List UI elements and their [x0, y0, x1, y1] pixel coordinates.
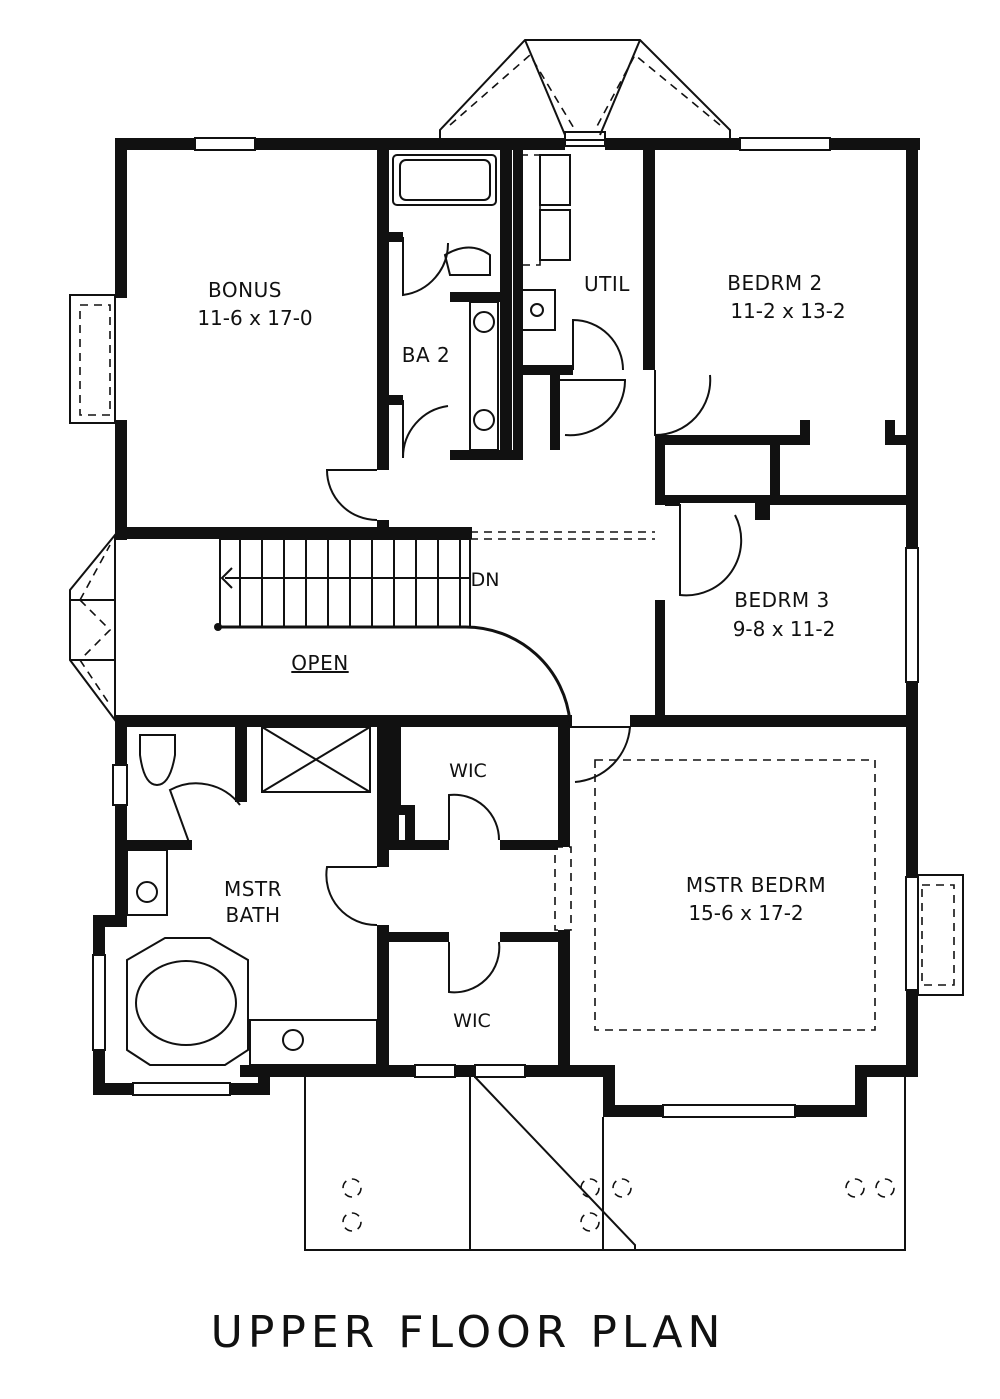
door-swings [168, 237, 743, 994]
tray-ceiling-outline [594, 759, 876, 1031]
room-size-bedrm2: 11-2 x 13-2 [730, 299, 845, 323]
lower-porch-roofs [304, 1076, 906, 1251]
room-size-bedrm3: 9-8 x 11-2 [733, 617, 836, 641]
room-label-mstr-bedrm: MSTR BEDRM [686, 873, 826, 897]
room-label-open: OPEN [291, 651, 348, 675]
stairs-down-label: DN [471, 569, 500, 591]
room-label-bonus: BONUS [208, 278, 282, 302]
room-label-mstr-bath-1: MSTR [224, 877, 282, 901]
room-label-bedrm2: BEDRM 2 [727, 271, 823, 295]
left-bay-window [69, 532, 116, 723]
room-size-bonus: 11-6 x 17-0 [197, 306, 312, 330]
stairs [214, 531, 655, 723]
left-box-window [69, 294, 116, 424]
fixtures [126, 154, 571, 1066]
plan-title: UPPER FLOOR PLAN [211, 1307, 726, 1358]
room-label-ba2: BA 2 [402, 343, 450, 367]
interior-walls [92, 150, 918, 1096]
room-label-wic-bottom: WIC [453, 1010, 491, 1032]
right-box-window [917, 874, 964, 996]
room-label-util: UTIL [584, 272, 630, 296]
room-label-mstr-bath-2: BATH [225, 903, 280, 927]
room-label-wic-top: WIC [449, 760, 487, 782]
top-bay-window [439, 39, 731, 147]
room-size-mstr-bedrm: 15-6 x 17-2 [688, 901, 803, 925]
exterior-walls [112, 137, 920, 1118]
room-label-bedrm3: BEDRM 3 [734, 588, 830, 612]
